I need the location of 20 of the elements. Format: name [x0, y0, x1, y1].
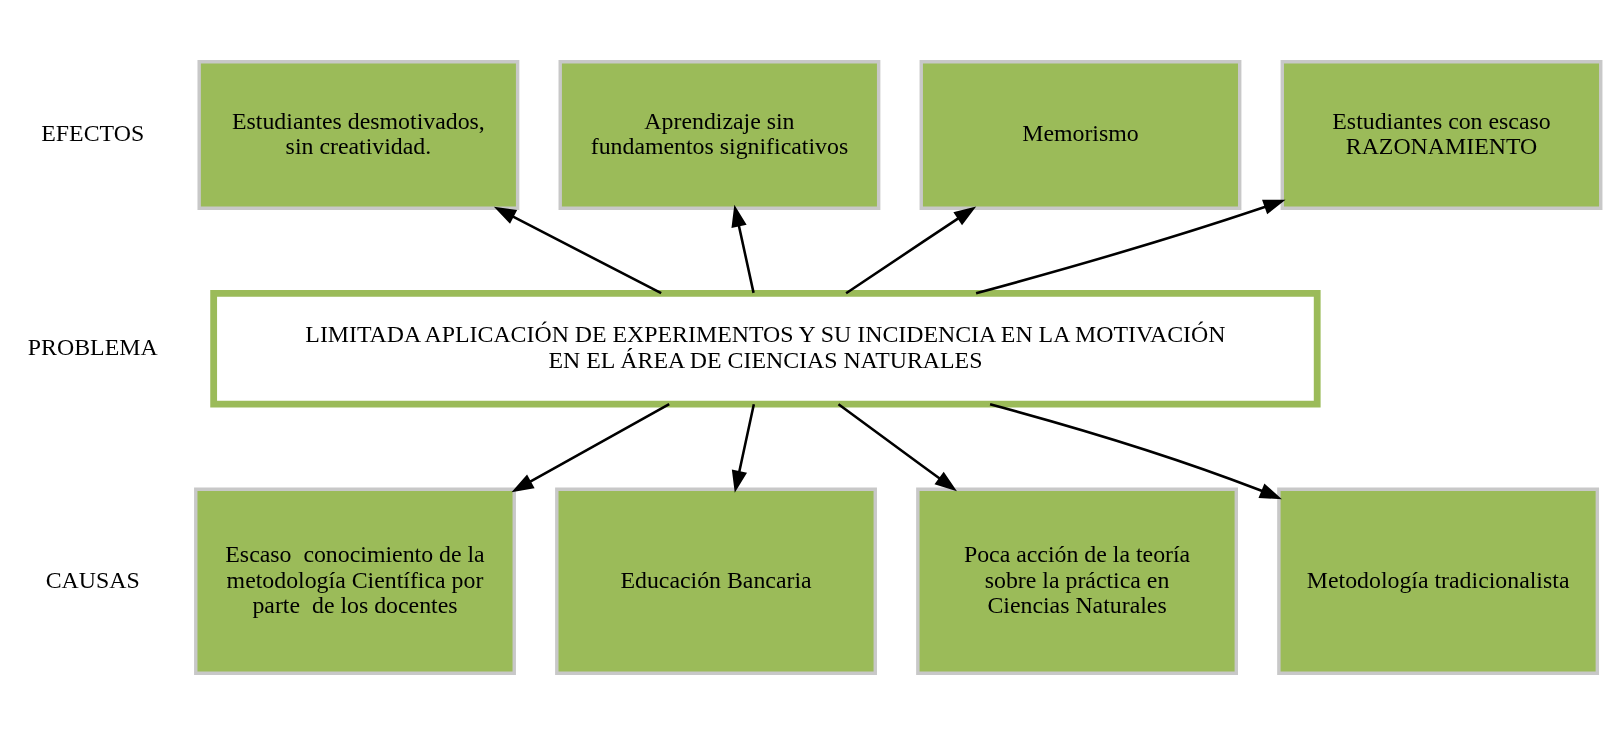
node-box: Aprendizaje sin fundamentos significativos: [558, 60, 881, 210]
node-box: Escaso conocimiento de la metodología Científica por parte de los docentes: [194, 487, 516, 675]
node-box: Poca acción de la teoría sobre la práctica en Ciencias Naturales: [916, 487, 1238, 675]
arrow: [837, 403, 957, 492]
arrow: [845, 206, 977, 295]
arrow: [989, 403, 1282, 500]
node-box: Memorismo: [919, 60, 1242, 210]
node-box: Educación Bancaria: [555, 487, 877, 675]
label: CAUSAS: [45, 566, 140, 593]
arrow: [975, 199, 1286, 295]
arrow: [511, 403, 670, 493]
label: EFECTOS: [41, 120, 145, 147]
node-box: LIMITADA APLICACIÓN DE EXPERIMENTOS Y SU INCIDENCIA EN LA MOTIVACIÓN EN EL ÁREA DE CIENCIAS NATURALES: [210, 290, 1321, 408]
arrow: [731, 403, 756, 493]
node-box: Metodología tradicionalista: [1277, 487, 1600, 675]
node-box: Estudiantes con escaso RAZONAMIENTO: [1280, 60, 1603, 210]
arrow: [731, 204, 755, 294]
label: PROBLEMA: [27, 334, 158, 361]
node-box: Estudiantes desmotivados, sin creatividad.: [197, 60, 520, 210]
arrow: [493, 206, 662, 295]
